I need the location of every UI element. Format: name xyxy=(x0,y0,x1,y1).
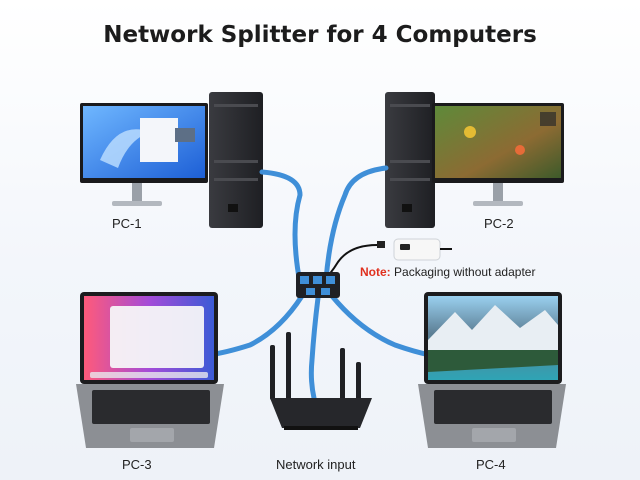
pc2-monitor xyxy=(432,103,564,206)
page-title: Network Splitter for 4 Computers xyxy=(103,22,537,48)
label-pc2: PC-2 xyxy=(484,216,514,231)
label-pc4: PC-4 xyxy=(476,457,506,472)
packaging-note: Note: Packaging without adapter xyxy=(360,265,535,279)
pc4-laptop xyxy=(418,292,566,448)
router xyxy=(270,332,372,430)
label-network-input: Network input xyxy=(276,457,356,472)
note-text: Packaging without adapter xyxy=(394,265,536,279)
note-prefix: Note: xyxy=(360,265,391,279)
cable-pc1 xyxy=(259,169,303,286)
power-adapter xyxy=(321,238,452,283)
pc1-tower xyxy=(209,92,263,228)
cable-input xyxy=(308,295,321,401)
cable-pc2 xyxy=(323,165,389,283)
label-pc3: PC-3 xyxy=(122,457,152,472)
ethernet-cables xyxy=(205,165,433,401)
pc3-laptop xyxy=(76,292,224,448)
cable-pc4 xyxy=(329,293,433,358)
cable-pc3 xyxy=(205,293,305,358)
pc1-monitor xyxy=(80,103,208,206)
pc2-tower xyxy=(385,92,435,228)
label-pc1: PC-1 xyxy=(112,216,142,231)
network-splitter xyxy=(296,272,340,298)
